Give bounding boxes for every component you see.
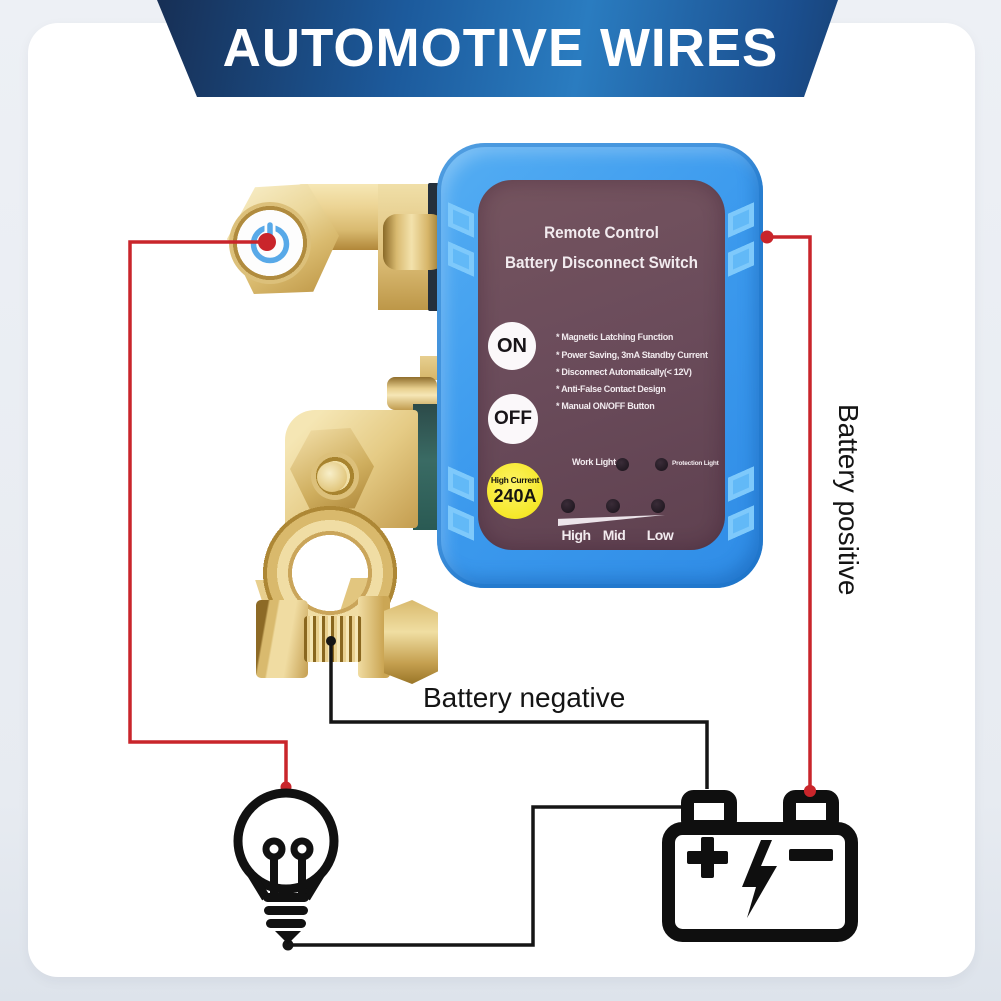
feature-item: * Anti-False Contact Design (556, 384, 666, 394)
level-label-mid: Mid (602, 527, 626, 543)
clamp-side-nut (384, 600, 438, 684)
heat-fin (448, 202, 474, 238)
remote-power-button (237, 210, 303, 276)
protection-light-led (655, 458, 668, 471)
level-wedge (558, 514, 665, 526)
feature-item: * Magnetic Latching Function (556, 332, 674, 342)
work-light-label: Work Light (572, 457, 616, 467)
heat-fin (448, 241, 474, 277)
heat-fin (448, 505, 474, 541)
clamp-bolt-head (317, 462, 347, 492)
heat-fin (728, 505, 754, 541)
level-label-high: High (561, 527, 591, 543)
level-led-mid (606, 499, 620, 513)
lower-stud-flange (420, 356, 438, 380)
top-terminal-stud (383, 214, 445, 270)
level-led-low (651, 499, 665, 513)
clamp-threaded-bolt (304, 616, 362, 662)
battery-negative-label: Battery negative (423, 682, 626, 713)
feature-item: * Power Saving, 3mA Standby Current (556, 350, 708, 360)
banner-title: AUTOMOTIVE WIRES (222, 18, 779, 78)
feature-item: * Manual ON/OFF Button (556, 401, 655, 411)
level-led-high (561, 499, 575, 513)
heat-fin (728, 466, 754, 502)
device-title-line1: Remote Control (544, 223, 659, 242)
banner: AUTOMOTIVE WIRES (157, 0, 838, 97)
battery-positive-label: Battery positive (833, 404, 864, 596)
off-button: OFF (488, 394, 538, 444)
feature-item: * Disconnect Automatically(< 12V) (556, 367, 692, 377)
badge-line2: 240A (493, 486, 537, 506)
heat-fin (728, 241, 754, 277)
heat-fin (728, 202, 754, 238)
clamp-foot-left (256, 600, 308, 678)
badge-line1: High Current (490, 475, 540, 485)
on-button: ON (488, 322, 536, 370)
power-icon (250, 222, 290, 264)
device-title-line2: Battery Disconnect Switch (504, 253, 698, 272)
protection-light-label: Protection Light (672, 460, 719, 467)
level-label-low: Low (646, 527, 674, 543)
work-light-led (616, 458, 629, 471)
heat-fin (448, 466, 474, 502)
high-current-badge: High Current 240A (487, 463, 543, 519)
